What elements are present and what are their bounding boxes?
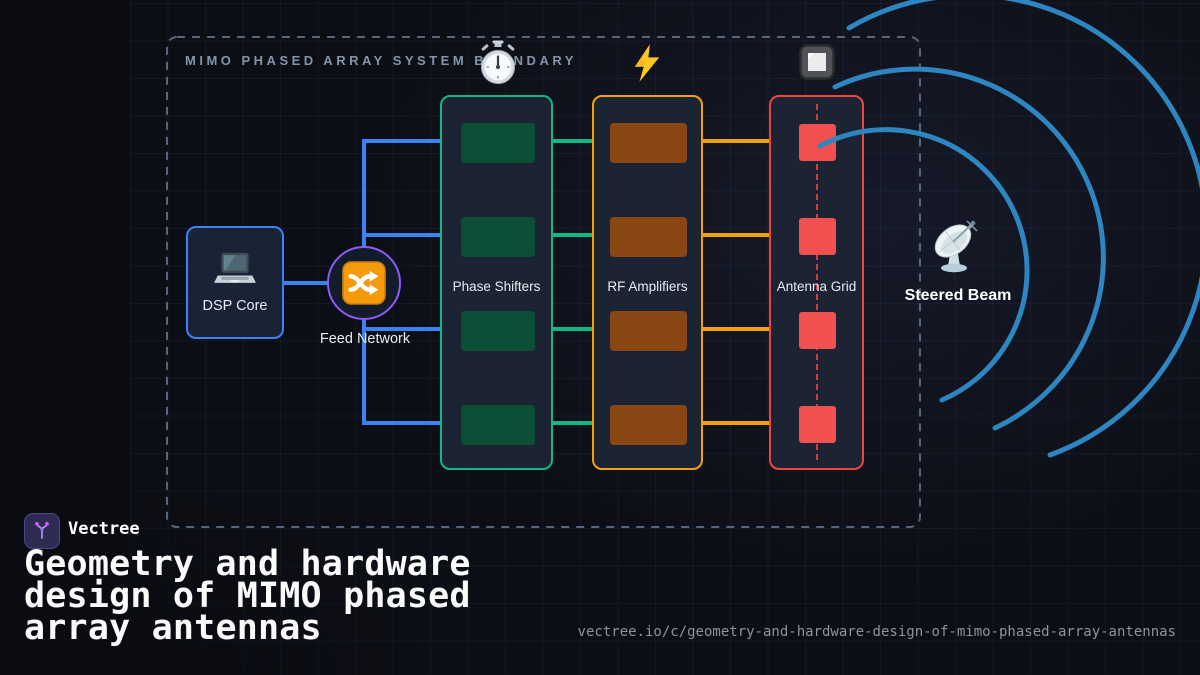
- phase-shifter-cell: [461, 405, 535, 445]
- phase-shifters-label: Phase Shifters: [452, 279, 541, 294]
- feed-network-node: [327, 246, 401, 320]
- antenna-element: [799, 312, 836, 349]
- rf-amplifier-cell: [610, 123, 687, 163]
- boundary-title: MIMO PHASED ARRAY SYSTEM BOUNDARY: [185, 53, 577, 68]
- vectree-logo: [24, 513, 60, 549]
- title-line: Geometry and hardware: [24, 544, 471, 584]
- antenna-grid-label: Antenna Grid: [776, 279, 857, 294]
- dsp-core-label: DSP Core: [202, 298, 268, 314]
- rf-amplifier-cell: [610, 405, 687, 445]
- phase-shifter-cell: [461, 217, 535, 257]
- square-button-icon: [799, 44, 835, 80]
- page-title: Geometry and hardware design of MIMO pha…: [24, 544, 524, 648]
- lightning-icon: [634, 44, 660, 82]
- rf-amplifier-cell: [610, 217, 687, 257]
- stopwatch-icon: [481, 40, 515, 84]
- laptop-icon: [214, 252, 256, 283]
- dsp-core-node: DSP Core: [186, 226, 284, 339]
- rf-amplifier-cell: [610, 311, 687, 351]
- steered-beam-label: Steered Beam: [904, 287, 1012, 304]
- phase-shifter-cell: [461, 123, 535, 163]
- antenna-element: [799, 218, 836, 255]
- page-url: vectree.io/c/geometry-and-hardware-desig…: [577, 624, 1176, 640]
- antenna-element: [799, 406, 836, 443]
- brand-name: Vectree: [68, 519, 140, 539]
- antenna-element: [799, 124, 836, 161]
- satellite-dish-icon: [934, 220, 978, 273]
- rf-amplifiers-label: RF Amplifiers: [607, 279, 688, 294]
- feed-network-label: Feed Network: [319, 331, 411, 347]
- phase-shifters-node: Phase Shifters: [440, 95, 553, 470]
- title-line: design of MIMO phased: [24, 576, 471, 616]
- vectree-logo-icon: [35, 521, 49, 539]
- antenna-grid-node: Antenna Grid: [769, 95, 864, 470]
- phase-shifter-cell: [461, 311, 535, 351]
- title-line: array antennas: [24, 608, 322, 648]
- rf-amplifiers-node: RF Amplifiers: [592, 95, 703, 470]
- shuffle-icon: [342, 261, 386, 305]
